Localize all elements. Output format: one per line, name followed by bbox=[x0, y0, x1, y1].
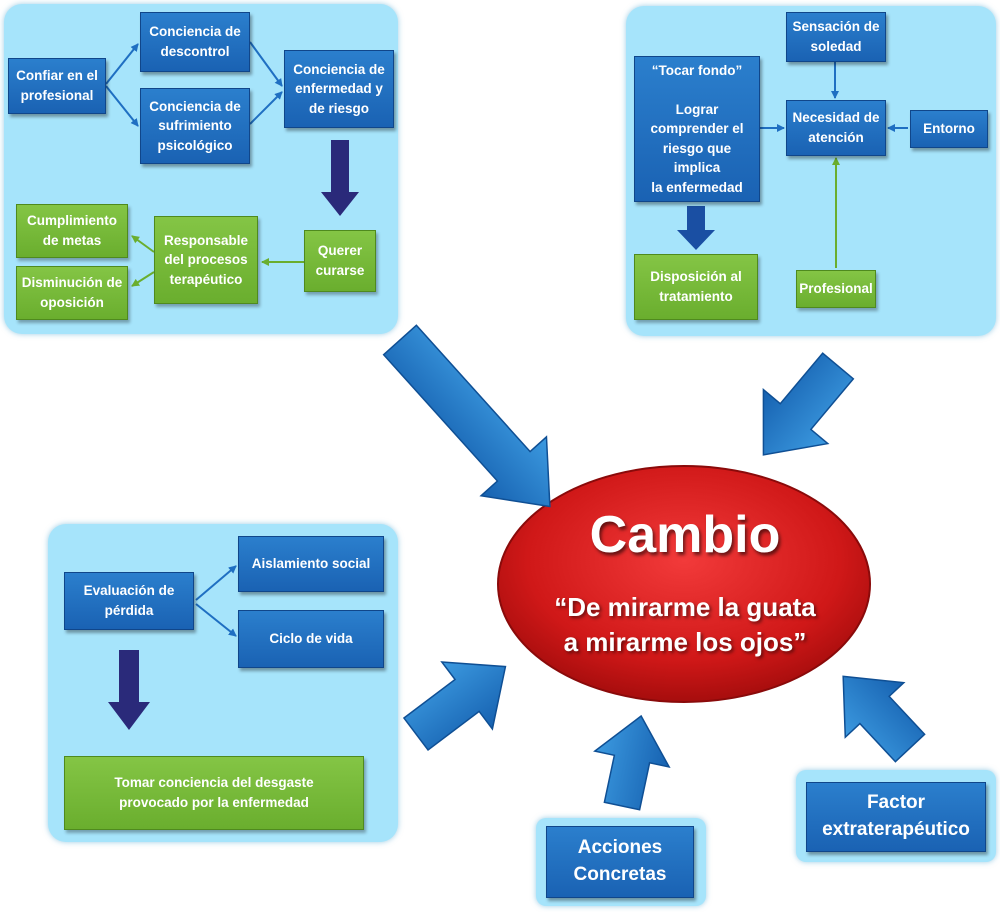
box-ciclo-vida: Ciclo de vida bbox=[238, 610, 384, 668]
box-evaluacion-perdida: Evaluación de pérdida bbox=[64, 572, 194, 630]
box-disposicion-tratamiento: Disposición al tratamiento bbox=[634, 254, 758, 320]
cambio-quote: “De mirarme la guata a mirarme los ojos” bbox=[554, 592, 816, 658]
big-arrow-top-right bbox=[762, 352, 855, 456]
big-arrow-top-left bbox=[382, 324, 551, 508]
cambio-title: Cambio bbox=[589, 506, 781, 564]
box-entorno: Entorno bbox=[910, 110, 988, 148]
connector-responsable-oposicion bbox=[131, 271, 155, 287]
box-conciencia-enfermedad: Conciencia de enfermedad y de riesgo bbox=[284, 50, 394, 128]
cambio-ellipse bbox=[497, 465, 871, 703]
box-sensacion-soledad: Sensación de soledad bbox=[786, 12, 886, 62]
connector-sufrimiento-enfermedad bbox=[249, 91, 283, 125]
box-conciencia-descontrol: Conciencia de descontrol bbox=[140, 12, 250, 72]
box-factor-extraterapeutico: Factor extraterapéutico bbox=[806, 782, 986, 852]
box-profesional: Profesional bbox=[796, 270, 876, 308]
big-arrow-bottom-right bbox=[842, 675, 926, 763]
box-confiar-profesional: Confiar en el profesional bbox=[8, 58, 106, 114]
big-arrow-bottom bbox=[593, 714, 671, 811]
connector-evaluacion-aislamiento bbox=[195, 565, 237, 601]
box-querer-curarse: Querer curarse bbox=[304, 230, 376, 292]
box-necesidad-atencion: Necesidad de atención bbox=[786, 100, 886, 156]
connector-confiar-descontrol bbox=[105, 43, 139, 85]
big-arrow-bottom-left bbox=[402, 661, 507, 752]
down-arrow-enfermedad-querer bbox=[321, 140, 359, 216]
box-acciones-concretas: Acciones Concretas bbox=[546, 826, 694, 898]
box-disminucion-oposicion: Disminución de oposición bbox=[16, 266, 128, 320]
connector-descontrol-enfermedad bbox=[249, 41, 283, 87]
down-arrow-evaluacion-tomar bbox=[108, 650, 150, 730]
connector-responsable-metas bbox=[131, 235, 155, 253]
box-tomar-conciencia: Tomar conciencia del desgaste provocado … bbox=[64, 756, 364, 830]
box-tocar-fondo: “Tocar fondo” Lograr comprender el riesg… bbox=[634, 56, 760, 202]
connector-confiar-sufrimiento bbox=[105, 85, 139, 127]
box-conciencia-sufrimiento: Conciencia de sufrimiento psicológico bbox=[140, 88, 250, 164]
box-cumplimiento-metas: Cumplimiento de metas bbox=[16, 204, 128, 258]
box-responsable-proceso: Responsable del procesos terapéutico bbox=[154, 216, 258, 304]
connector-evaluacion-ciclo bbox=[195, 603, 237, 637]
box-aislamiento-social: Aislamiento social bbox=[238, 536, 384, 592]
down-arrow-tocar-disposicion bbox=[677, 206, 715, 250]
